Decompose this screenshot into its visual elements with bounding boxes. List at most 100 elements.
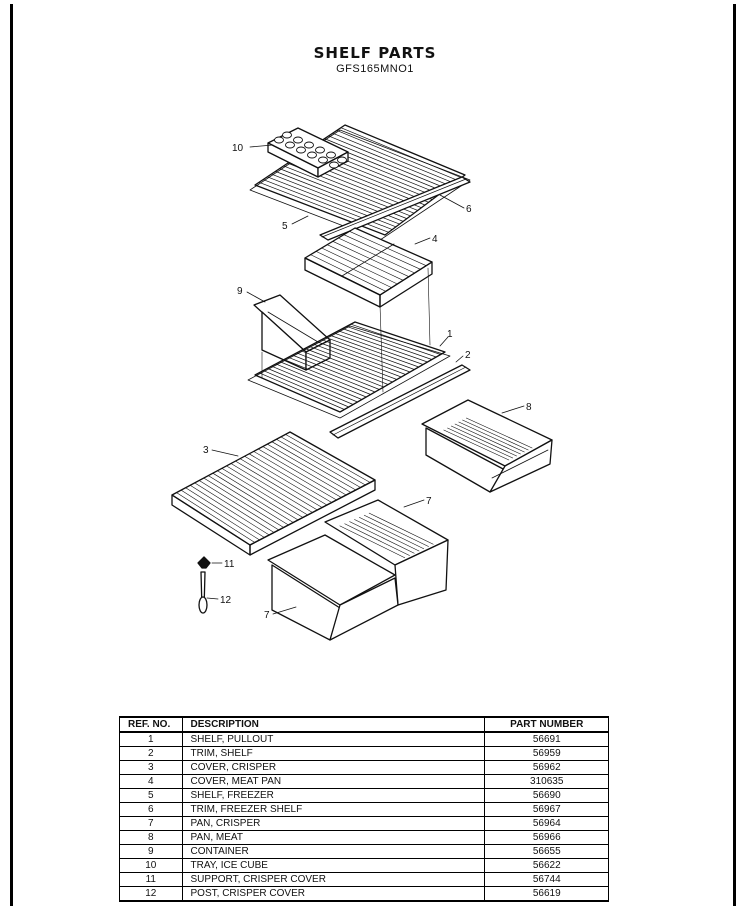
crisper-cover-support-part <box>197 556 211 569</box>
hatch-line <box>208 475 289 526</box>
hatch-line <box>458 421 525 453</box>
hatch-line <box>285 434 371 483</box>
ref-cell: 2 <box>119 746 183 761</box>
description-cell: TRIM, SHELF <box>181 746 486 761</box>
hatch-line <box>248 453 333 503</box>
hatch-line <box>212 472 294 523</box>
callout-10: 10 <box>232 143 244 154</box>
hatch-line <box>244 455 328 506</box>
hatch-line <box>300 350 389 385</box>
hatch-line <box>203 477 284 528</box>
hatch-line <box>262 370 350 408</box>
hatch-line <box>239 458 323 508</box>
callout-11: 11 <box>224 559 235 570</box>
header-part-number: PART NUMBER <box>484 716 609 733</box>
callout-3: 3 <box>203 445 209 456</box>
callout-leaders <box>206 144 525 615</box>
part-number-cell: 310635 <box>484 774 609 789</box>
hatch-line <box>325 337 415 370</box>
callout-2: 2 <box>465 350 471 361</box>
ref-cell: 12 <box>119 886 183 902</box>
page-frame <box>10 4 736 906</box>
hatch-line <box>296 352 385 388</box>
ice-cube-tray-part <box>267 127 349 178</box>
ice-cube-cell <box>285 141 295 149</box>
header-description: DESCRIPTION <box>181 716 486 733</box>
hatch-line <box>317 341 406 375</box>
crisper-cover-part <box>171 431 376 556</box>
hatch-line <box>329 334 420 368</box>
hatch-line <box>346 326 437 358</box>
ice-cube-cell <box>274 136 284 144</box>
hatch-line <box>349 521 415 554</box>
hatch-line <box>359 517 425 550</box>
hatch-line <box>217 470 299 521</box>
callout-12: 12 <box>220 595 232 606</box>
hatch-line <box>287 356 376 393</box>
hatch-line <box>194 482 275 533</box>
crisper-cover-post-part <box>198 571 208 614</box>
ref-cell: 10 <box>119 858 183 873</box>
hatch-line <box>283 359 371 395</box>
meat-pan-part <box>421 399 553 493</box>
ref-cell: 1 <box>119 732 183 747</box>
shelf-trim-part <box>329 364 471 439</box>
hatch-line <box>328 135 451 187</box>
hatch-line <box>292 354 380 390</box>
hatch-line <box>198 480 280 531</box>
ice-cube-cell <box>318 156 328 164</box>
hatch-line <box>321 339 411 373</box>
ice-cube-cell <box>326 151 336 159</box>
hatch-line <box>258 372 345 410</box>
hatch-line <box>447 427 514 459</box>
hatch-line <box>226 465 308 516</box>
hatch-line <box>253 451 337 501</box>
callout-9: 9 <box>237 286 243 297</box>
callout-7-top: 7 <box>426 496 432 507</box>
part-number-cell: 56690 <box>484 788 609 803</box>
hatch-line <box>267 368 354 405</box>
callout-7-bottom: 7 <box>264 610 270 621</box>
hatch-line <box>279 361 367 398</box>
hatch-line <box>344 523 410 556</box>
ref-cell: 3 <box>119 760 183 775</box>
model-number: GFS165MNO1 <box>336 63 414 75</box>
description-cell: POST, CRISPER COVER <box>181 886 486 902</box>
hatch-line <box>312 343 402 378</box>
part-number-cell: 56962 <box>484 760 609 775</box>
page-title: SHELF PARTS <box>313 44 437 62</box>
hatch-line <box>354 519 420 552</box>
hatch-line <box>363 514 429 547</box>
hatch-line <box>221 468 304 518</box>
alignment-guides <box>261 267 431 393</box>
callout-4: 4 <box>432 234 438 245</box>
part-number-cell: 56959 <box>484 746 609 761</box>
ice-cube-cell <box>307 151 317 159</box>
part-number-cell: 56967 <box>484 802 609 817</box>
ice-cube-cell <box>304 141 314 149</box>
part-number-cell: 56691 <box>484 732 609 747</box>
hatch-line <box>275 363 363 400</box>
hatch-line <box>324 138 448 189</box>
hatch-line <box>339 525 406 559</box>
hatch-line <box>257 448 342 498</box>
hatch-line <box>180 489 260 541</box>
description-cell: PAN, MEAT <box>181 830 486 845</box>
part-number-cell: 56622 <box>484 858 609 873</box>
hatch-line <box>342 328 433 360</box>
exploded-parts-diagram: 10 5 6 4 9 1 2 8 3 7 7 11 12 <box>171 124 553 641</box>
ref-cell: 7 <box>119 816 183 831</box>
hatch-line <box>185 487 265 538</box>
ref-cell: 6 <box>119 802 183 817</box>
ice-cube-cell <box>337 156 347 164</box>
hatch-line <box>454 423 521 455</box>
description-cell: SHELF, FREEZER <box>181 788 486 803</box>
description-cell: TRIM, FREEZER SHELF <box>181 802 486 817</box>
header-ref-no: REF. NO. <box>119 716 183 733</box>
